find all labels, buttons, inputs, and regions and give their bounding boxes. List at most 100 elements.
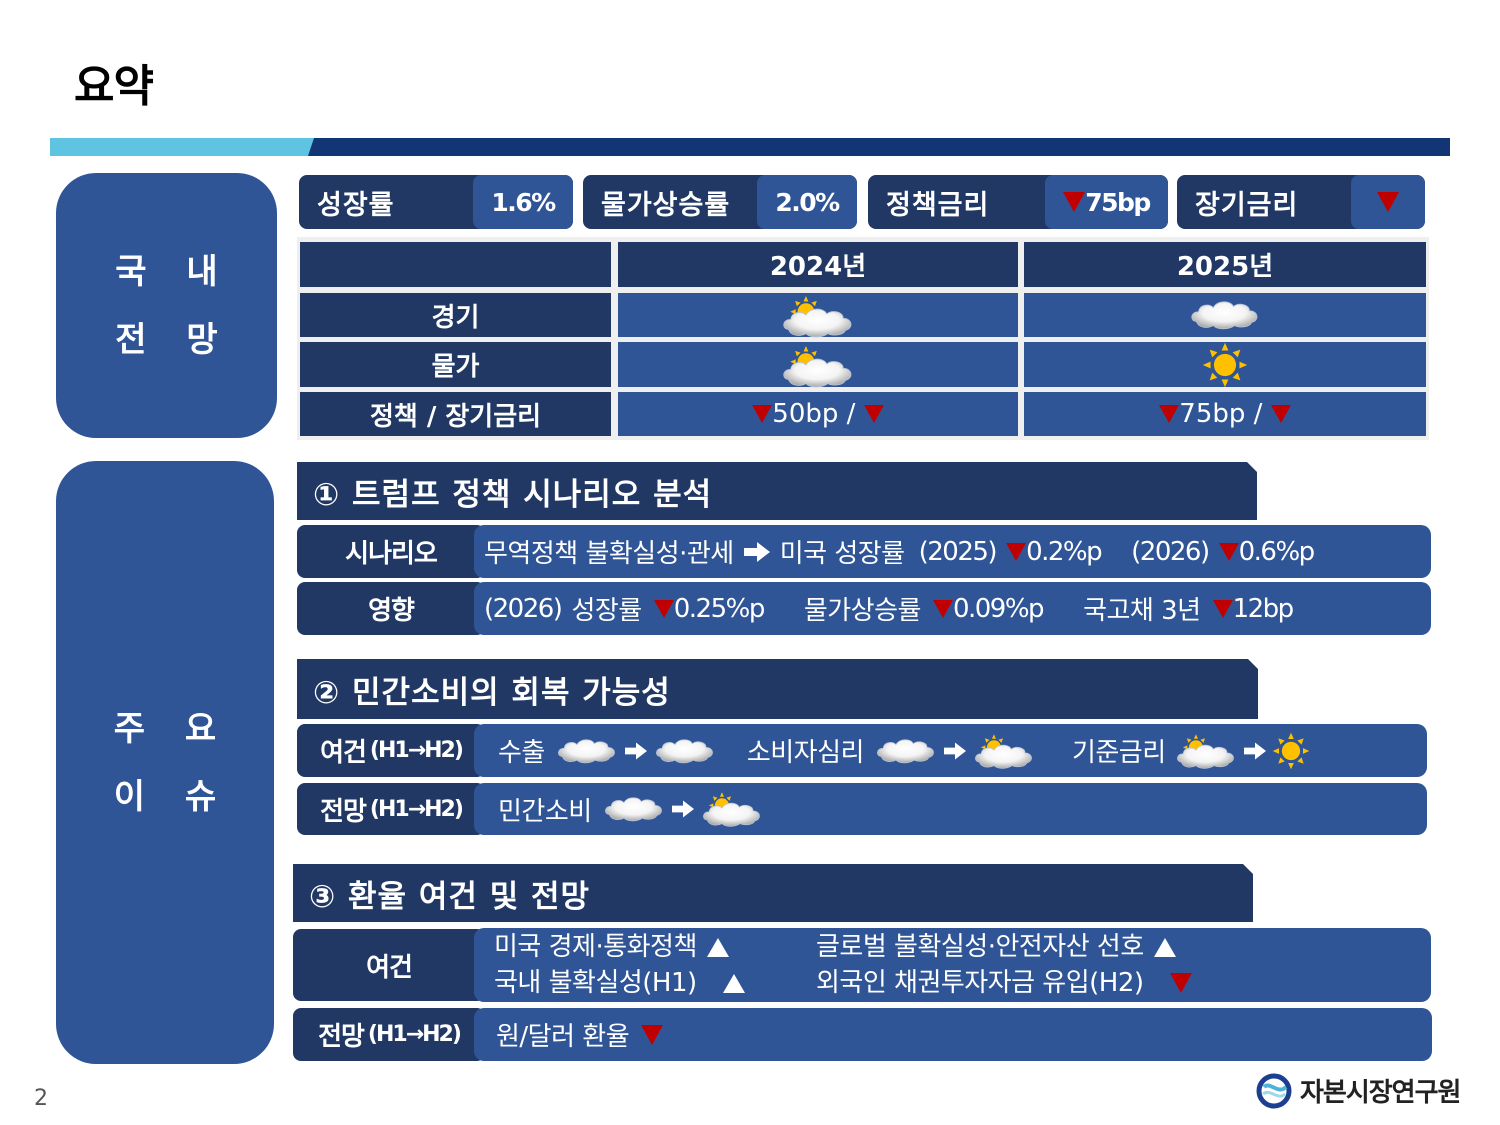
- label-sub: (H1→H2): [367, 1022, 462, 1047]
- fx-condition-text: 미국 경제·통화정책: [494, 932, 697, 962]
- prices-2025-cell: [1024, 342, 1426, 387]
- impact-value: 12bp: [1232, 593, 1295, 624]
- label-sub: (H1→H2): [369, 738, 464, 763]
- rates-2025-cell: 75bp /: [1024, 392, 1426, 436]
- kpi-value-box: [1351, 175, 1425, 229]
- economy-2024-cell: [618, 293, 1018, 338]
- fx-conditions-line: 미국 경제·통화정책 글로벌 불확실성·안전자산 선호: [494, 929, 1176, 965]
- fx-condition-item: 미국 경제·통화정책: [494, 929, 816, 965]
- row-label-scenario: 시나리오: [297, 525, 485, 578]
- side-label-line: 국 내: [115, 251, 232, 292]
- label-main: 전망: [320, 796, 367, 827]
- row-label-rates: 정책 / 장기금리: [300, 392, 611, 436]
- separator: /: [838, 399, 864, 429]
- key-issues-label: 주 요 이 슈: [100, 695, 230, 831]
- down-triangle-icon: [1063, 192, 1086, 212]
- label-main: 여건: [320, 738, 367, 768]
- table-header-2025: 2025년: [1024, 242, 1426, 287]
- kpi-label: 성장률: [317, 189, 395, 221]
- sun-icon: [1202, 342, 1248, 387]
- cloud-icon: [1191, 301, 1258, 330]
- header-divider: [50, 138, 1450, 156]
- page-number: 2: [34, 1086, 48, 1111]
- scenario-year: (2025): [918, 536, 998, 567]
- cloud-icon: [604, 797, 662, 822]
- down-triangle-icon: [1377, 192, 1399, 212]
- rate-value: 75bp: [1179, 399, 1246, 429]
- side-label-line: 이 슈: [113, 776, 231, 817]
- kpi-label: 정책금리: [886, 189, 990, 221]
- scenario-row: 무역정책 불확실성·관세 미국 성장률 (2025) 0.2%p (2026) …: [474, 525, 1431, 578]
- row-label-fx-conditions: 여건: [293, 929, 485, 1001]
- section-exchange-rate-header: ③ 환율 여건 및 전망: [293, 864, 1253, 922]
- scenario-value: 0.2%p: [1026, 536, 1103, 567]
- arrow-right-icon: [943, 742, 966, 759]
- down-triangle-icon: [653, 599, 674, 618]
- up-triangle-icon: [722, 973, 745, 993]
- kpi-value-box: 75bp: [1045, 175, 1168, 229]
- separator: /: [1245, 399, 1271, 429]
- economy-2025-cell: [1024, 293, 1426, 337]
- scenario-value: 0.6%p: [1238, 536, 1316, 567]
- condition-name: 기준금리: [1071, 738, 1166, 768]
- kpi-inflation-rate: 물가상승률 2.0%: [583, 175, 857, 229]
- table-header-2024: 2024년: [618, 242, 1018, 287]
- cloud-icon: [876, 738, 934, 763]
- sun-behind-cloud-icon: [783, 296, 852, 338]
- arrow-right-icon: [1243, 742, 1266, 759]
- kpi-value: 75bp: [1085, 187, 1151, 217]
- consumption-conditions-row: 수출 소비자심리 기준금리: [474, 724, 1427, 777]
- row-label-fx-outlook: 전망 (H1→H2): [293, 1008, 485, 1061]
- kpi-label: 물가상승률: [601, 189, 731, 221]
- fx-outlook-text: 원/달러 환율: [496, 1022, 630, 1052]
- arrow-right-icon: [624, 742, 647, 759]
- domestic-outlook-label-box: 국 내 전 망: [56, 173, 277, 438]
- condition-name: 수출: [498, 738, 545, 768]
- header-divider-bar: [308, 138, 1450, 156]
- cloud-icon: [655, 738, 713, 763]
- fx-conditions-line: 국내 불확실성(H1) 외국인 채권투자자금 유입(H2): [494, 965, 1192, 1001]
- kpi-value: 1.6%: [473, 175, 573, 229]
- arrow-right-icon: [671, 800, 694, 818]
- up-triangle-icon: [706, 937, 729, 957]
- row-label-prices: 물가: [300, 342, 611, 387]
- outlook-name: 민간소비: [498, 796, 592, 827]
- key-issues-label-box: 주 요 이 슈: [56, 461, 274, 1064]
- scenario-year: (2026): [1131, 536, 1210, 567]
- fx-condition-item: 국내 불확실성(H1): [494, 965, 816, 1001]
- sun-behind-cloud-icon: [702, 792, 760, 827]
- impact-name: 성장률: [571, 596, 642, 626]
- table-header-empty: [300, 242, 611, 287]
- row-label-outlook: 전망 (H1→H2): [297, 783, 485, 835]
- kpi-label: 장기금리: [1195, 189, 1299, 221]
- impact-year: (2026): [484, 593, 563, 624]
- down-triangle-icon: [932, 599, 953, 618]
- down-triangle-icon: [1218, 542, 1239, 561]
- row-label-impact: 영향: [297, 582, 485, 635]
- kpi-growth-rate: 성장률 1.6%: [299, 175, 573, 229]
- kpi-value: 2.0%: [757, 175, 857, 229]
- down-triangle-icon: [1270, 405, 1291, 423]
- kcmi-logo-text: 자본시장연구원: [1300, 1078, 1461, 1108]
- kpi-long-term-rate: 장기금리: [1177, 175, 1425, 229]
- sun-behind-cloud-icon: [783, 345, 852, 387]
- rates-2024-cell: 50bp /: [618, 392, 1018, 436]
- fx-condition-text: 글로벌 불확실성·안전자산 선호: [816, 932, 1144, 962]
- cloud-icon: [557, 738, 615, 763]
- page-title: 요약: [74, 61, 154, 112]
- prices-2024-cell: [618, 342, 1018, 387]
- down-triangle-icon: [1212, 599, 1233, 618]
- kcmi-logo-icon: [1256, 1073, 1292, 1108]
- domestic-outlook-label: 국 내 전 망: [101, 238, 231, 374]
- section-private-consumption-header: ② 민간소비의 회복 가능성: [297, 659, 1258, 719]
- up-triangle-icon: [1153, 937, 1176, 957]
- condition-name: 소비자심리: [746, 738, 865, 768]
- impact-row: (2026) 성장률 0.25%p 물가상승률 0.09%p 국고채 3년 12…: [474, 582, 1431, 635]
- impact-name: 국고채 3년: [1083, 596, 1201, 626]
- scenario-cause: 무역정책 불확실성·관세: [484, 539, 734, 569]
- impact-name: 물가상승률: [803, 596, 922, 626]
- sun-icon: [1272, 732, 1309, 769]
- down-triangle-icon: [752, 405, 773, 423]
- impact-value: 0.09%p: [952, 593, 1045, 624]
- kcmi-logo: 자본시장연구원: [1256, 1072, 1461, 1109]
